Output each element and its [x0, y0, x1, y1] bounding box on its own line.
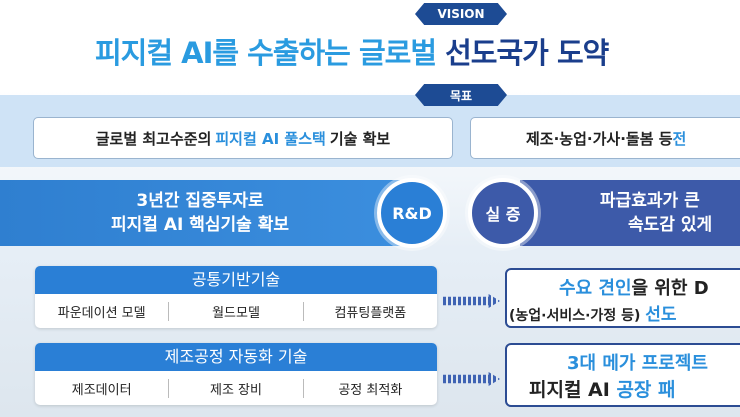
tech-item: 제조데이터: [35, 378, 170, 398]
tech-item: 컴퓨팅플랫폼: [334, 305, 407, 321]
strategy-line: 파급효과가 큰: [600, 191, 700, 211]
outcome-box-1: 수요 견인을 위한 D (농업·서비스·가정 등) 선도: [505, 268, 740, 328]
goal-box-1: 글로벌 최고수준의 피지컬 AI 풀스택 기술 확보: [33, 117, 453, 159]
rnd-cycle-circle: R&D: [377, 178, 447, 248]
goal-highlight: 피지컬 AI 풀스택: [215, 129, 326, 148]
outcome-text: (농업·서비스·가정 등): [509, 308, 646, 324]
arrow-right-icon: [443, 372, 500, 386]
goal-box-2: 제조·농업·가사·돌봄 등 전: [470, 117, 740, 159]
vision-tag: VISION: [415, 3, 507, 25]
tech-group-title: 공통기반기술: [35, 266, 437, 294]
goal-text: 기술 확보: [329, 129, 391, 148]
tech-item: 제조 장비: [169, 378, 304, 398]
demo-cycle-circle: 실 증: [468, 178, 538, 248]
strategy-line: 피지컬 AI 핵심기술 확보: [111, 215, 289, 235]
outcome-text: 을 위한 D: [631, 278, 709, 299]
goal-highlight: 전: [672, 129, 687, 148]
outcome-highlight: 3대 메가 프로젝트: [567, 353, 708, 374]
outcome-text: 피지컬 AI: [529, 379, 617, 401]
strategy-line: 속도감 있게: [628, 215, 713, 235]
strategy-line: 3년간 집중투자로: [136, 191, 264, 211]
outcome-highlight: 공장 패: [616, 379, 676, 401]
outcome-highlight: 선도: [645, 305, 677, 325]
tech-group-title: 제조공정 자동화 기술: [35, 343, 437, 371]
title-part2: 선도국가 도약: [445, 36, 609, 70]
title-part1: 피지컬 AI를 수출하는 글로벌: [95, 36, 437, 70]
outcome-box-2: 3대 메가 프로젝트 피지컬 AI 공장 패: [505, 343, 740, 407]
arrow-right-icon: [443, 294, 500, 308]
goal-text: 제조·농업·가사·돌봄 등: [526, 129, 673, 148]
vision-title: 피지컬 AI를 수출하는 글로벌 선도국가 도약: [95, 30, 609, 72]
tech-item: 월드모델: [169, 301, 304, 321]
goal-tag: 목표: [415, 84, 507, 106]
goal-text: 글로벌 최고수준의: [95, 129, 212, 148]
tech-item: 파운데이션 모델: [35, 301, 170, 321]
tech-item: 공정 최적화: [338, 382, 403, 398]
outcome-highlight: 수요 견인: [559, 278, 632, 299]
